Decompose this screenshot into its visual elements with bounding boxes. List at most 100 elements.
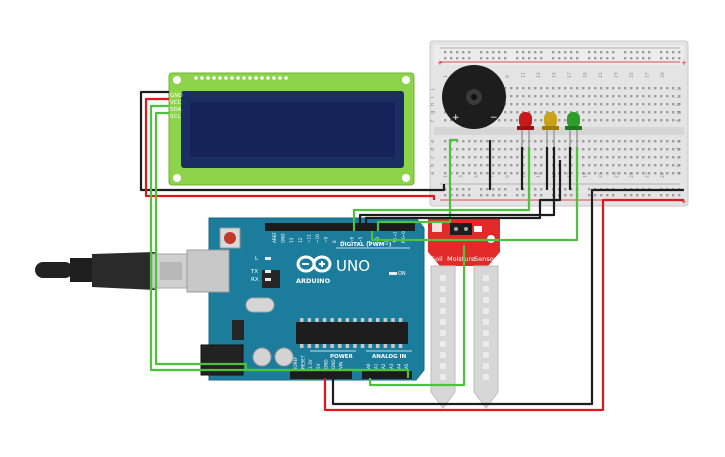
main-holes [444,87,681,175]
column-number-bottom: 21 [598,172,604,178]
digital-pin-label: ~6 [349,236,354,243]
lcd-pin-vcc: VCC [170,100,182,106]
wire-lcd-vcc [144,97,436,200]
digital-pin-label: 4 [367,240,372,243]
wire-lcd-sda [149,104,410,378]
rail-plus-label: + [437,59,443,67]
column-number: 29 [660,72,666,78]
digital-pin-label: 2 [384,240,389,243]
column-number: 27 [645,72,651,78]
power-pin-label: 5V [316,363,321,369]
column-number: 23 [614,72,620,78]
arduino-brand-label: ARDUINO [296,277,331,285]
column-number: 19 [583,72,589,78]
column-number-bottom: 19 [583,172,589,178]
power-header-label: POWER [330,354,354,360]
digital-pin-label: 7 [341,240,346,243]
row-letter-right-a: a [676,172,682,175]
column-number: 15 [552,72,558,78]
power-pin-label: 3.3V [308,359,313,369]
analog-pin-label: A2 [381,363,386,369]
power-header [290,371,352,379]
column-number-bottom: 23 [614,172,620,178]
analog-header-label: ANALOG IN [372,354,407,360]
column-number-bottom: 27 [645,172,651,178]
column-number-bottom: 1 [443,175,449,178]
power-pin-label: GND [323,359,328,369]
arduino-logo [296,255,332,273]
digital-pin-label: AREF [272,232,277,243]
column-number: 21 [598,72,604,78]
lcd-pin-sda: SDA [170,107,182,113]
digital-header-label: DIGITAL (PWM~) [340,242,392,248]
row-letter-c: c [430,156,436,159]
tx-label: TX [250,269,258,275]
column-number-bottom: 25 [629,172,635,178]
row-letter-right-i: i [676,96,682,98]
row-letter-right-f: f [676,119,682,122]
column-number-bottom: 3 [459,175,465,178]
row-letter-right-c: c [676,156,682,159]
row-letter-e: e [430,139,436,143]
digital-header [265,223,415,231]
column-number: 25 [629,72,635,78]
lcd-pin-gnd: GND [170,93,183,99]
power-pin-label: VIN [339,362,344,369]
column-number: 17 [567,72,573,78]
piezo-buzzer: + − [442,65,506,129]
wire-led-yellow-signal [358,147,556,231]
analog-pin-label: A4 [396,363,401,369]
row-letter-h: h [430,102,436,106]
wire-sensor-signal [368,245,466,387]
lcd-display: GND VCC SDA SCL [168,72,415,186]
analog-pin-label: A3 [389,363,394,369]
atmega-chip-pins [300,318,403,348]
row-letter-right-g: g [676,111,682,115]
row-letter-f: f [430,119,436,122]
column-number: 13 [536,72,542,78]
wire-arduino-5v [323,198,684,412]
column-number-bottom: 5 [474,175,480,178]
row-letter-d: d [430,148,436,152]
wire-lcd-gnd [139,90,446,192]
led-green [565,112,582,147]
wire-lcd-scl [154,111,404,372]
column-number-bottom: 13 [536,172,542,178]
column-number-bottom: 29 [660,172,666,178]
wire-buzzer-plus [376,138,458,231]
row-letter-right-e: e [676,139,682,143]
row-letter-j: j [430,88,436,91]
row-letter-right-b: b [676,163,682,167]
rail-plus-label-right: + [681,59,687,67]
row-letter-right-d: d [676,148,682,152]
column-number: 9 [505,75,511,78]
sensor-prong-pads [440,275,489,380]
top-rail-holes [444,51,681,60]
digital-pin-label: RX←0 [401,231,406,243]
lcd-header-pins [194,76,288,80]
row-letter-g: g [430,111,436,115]
column-number-bottom: 7 [490,175,496,178]
analog-pin-label: A1 [374,363,379,369]
digital-pin-label: 8 [332,240,337,243]
buzzer-plus-label: + [452,113,460,123]
wire-sensor-gnd [364,160,562,231]
lcd-pin-scl: SCL [170,114,181,120]
wire-led-red-signal [352,147,531,231]
rail-plus-label-bottom: + [681,198,687,206]
uno-label: UNO [336,257,370,275]
column-number-bottom: 11 [521,172,527,178]
digital-pin-label: 13 [289,237,294,243]
arduino-uno: L TX RX ON UNO ARDUINO DIGITAL (PWM~) PO… [186,217,425,381]
l-label: L [255,256,259,262]
row-letter-right-h: h [676,102,682,106]
digital-pin-label: GND [281,233,286,243]
analog-pin-label: A5 [404,363,409,369]
soil-moisture-sensor: Soil Moisture Sensor [428,218,500,409]
rx-label: RX [251,277,259,283]
power-pin-label: IOREF [293,356,298,369]
